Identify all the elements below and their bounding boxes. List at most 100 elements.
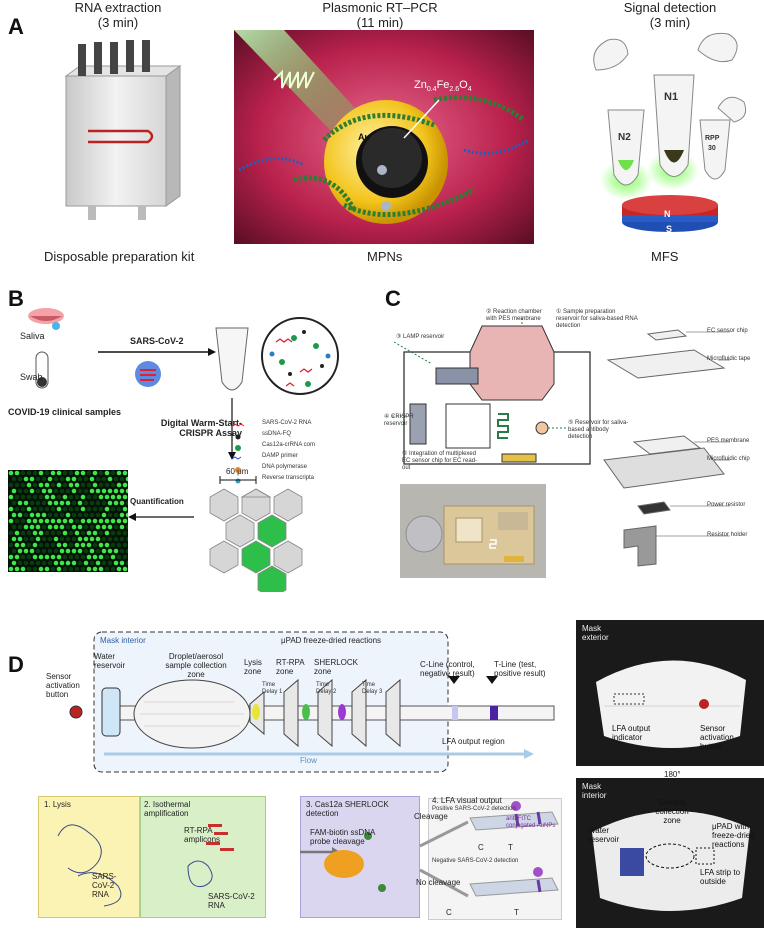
droplet-zone-label: Droplet/aerosol sample collection zone bbox=[165, 652, 227, 679]
mfs-caption: MFS bbox=[651, 249, 679, 264]
layer-power-resistor: Power resistor bbox=[707, 502, 746, 508]
signal-title: Signal detection (3 min) bbox=[623, 0, 717, 30]
upad-label: μPAD freeze-dried reactions bbox=[280, 636, 382, 645]
quantification-label: Quantification bbox=[130, 497, 184, 506]
legend-damp: DAMP primer bbox=[262, 453, 298, 459]
layer-pes: PES membrane bbox=[707, 438, 750, 444]
step1-box bbox=[38, 796, 140, 918]
panel-c-letter: C bbox=[385, 286, 401, 311]
rotation-label: 180° bbox=[664, 770, 681, 779]
panel-a-letter: A bbox=[8, 14, 24, 39]
kit-caption: Disposable preparation kit bbox=[44, 249, 195, 264]
crispr-assay-illustration bbox=[209, 317, 339, 592]
upad2-label: μPAD with freeze-dried reactions bbox=[712, 822, 755, 849]
rna-extraction-title: RNA extraction (3 min) bbox=[74, 0, 162, 30]
assay-label: Digital Warm-Start- CRISPR Assay bbox=[160, 418, 242, 438]
sample-icons bbox=[28, 308, 64, 389]
virus-label: SARS-CoV-2 bbox=[130, 336, 184, 346]
t-line-label: T-Line (test, positive result) bbox=[494, 660, 546, 678]
workflow-illustration bbox=[57, 801, 559, 907]
quantification-arrow bbox=[128, 513, 194, 521]
water-reservoir2-label: Water reservoir bbox=[588, 826, 620, 844]
mask-interior2-label: Mask interior bbox=[582, 782, 607, 800]
signal-detection-illustration: N2 N1 RPP 30 N S bbox=[593, 32, 747, 234]
znfeo-formula: Zn0.4Fe2.6O4 bbox=[414, 79, 472, 93]
time-delay-3: Time Delay 3 bbox=[362, 682, 383, 695]
c-label-5: ⑤ Reservoir for saliva-based antibody de… bbox=[568, 420, 629, 440]
sensor-button-label: Sensor activation button bbox=[46, 672, 80, 699]
panel-d-letter: D bbox=[8, 652, 24, 677]
sherlock-zone-label: SHERLOCK zone bbox=[314, 658, 359, 676]
mpn-caption: MPNs bbox=[367, 249, 403, 264]
step2-label: 2. Isothermal amplification bbox=[144, 800, 191, 818]
c-label-6: ⑥ Integration of multiplexed EC sensor c… bbox=[402, 451, 478, 471]
step3-label: 3. Cas12a SHERLOCK detection bbox=[306, 800, 389, 818]
anti-fitc-label: anti-FITC conjugated AuNPs bbox=[506, 816, 556, 829]
swab-label: Swab bbox=[20, 372, 43, 382]
step1-rna-label: SARS-CoV-2 RNA bbox=[92, 872, 117, 899]
svg-text:N2: N2 bbox=[618, 132, 631, 143]
c-label-3: ③ LAMP reservoir bbox=[396, 334, 445, 340]
step4-label: 4. LFA visual output bbox=[432, 796, 502, 805]
c-label-1: ① Sample preparation reservoir for saliv… bbox=[556, 309, 638, 329]
assay-legend: SARS-CoV-2 RNA ssDNA-FQ Cas12a-crRNA com… bbox=[262, 420, 362, 486]
legend-rna: SARS-CoV-2 RNA bbox=[262, 420, 312, 426]
lfa-strip-label: LFA strip to outside bbox=[700, 868, 741, 886]
step2-rna-label: SARS-CoV-2 RNA bbox=[208, 892, 255, 910]
layer-microfluidic-chip: Microfluidic chip bbox=[707, 456, 750, 462]
layer-ec-chip: EC sensor chip bbox=[707, 328, 748, 334]
au-label: Au bbox=[358, 132, 370, 142]
disposable-kit-illustration bbox=[64, 40, 182, 220]
chip-photo bbox=[400, 484, 546, 578]
svg-text:N1: N1 bbox=[664, 91, 678, 103]
mask-interior-photo bbox=[576, 778, 764, 928]
saliva-label: Saliva bbox=[20, 331, 45, 341]
rt-rpa-zone-label: RT-RPA zone bbox=[276, 658, 305, 676]
svg-text:N: N bbox=[664, 209, 671, 219]
neg-c-label: C bbox=[446, 908, 452, 917]
c-line-label: C-Line (control, negative result) bbox=[420, 660, 475, 678]
no-cleavage-label: No cleavage bbox=[416, 878, 461, 887]
pcr-title: Plasmonic RT–PCR (11 min) bbox=[322, 0, 438, 30]
sensor-button2-label: Sensor activation button bbox=[700, 724, 734, 751]
panel-b-letter: B bbox=[8, 286, 24, 311]
fam-probe-label: FAM-biotin ssDNA probe cleavage bbox=[310, 828, 375, 846]
mask-device-schematic bbox=[69, 631, 555, 773]
negative-label: Negative SARS-CoV-2 detection bbox=[432, 858, 519, 864]
water-reservoir-label: Water reservoir bbox=[94, 652, 126, 670]
step2-box bbox=[140, 796, 266, 918]
c-label-4: ④ CRISPR reservoir bbox=[384, 414, 414, 427]
neg-t-label: T bbox=[514, 908, 519, 917]
time-delay-2: Time Delay 2 bbox=[316, 682, 337, 695]
legend-rt: Reverse transcripta bbox=[262, 475, 315, 481]
scale-label: 60 μm bbox=[226, 467, 249, 476]
mpn-illustration: Au Zn0.4Fe2.6O4 bbox=[234, 30, 534, 244]
legend-cas12a: Cas12a-crRNA com bbox=[262, 442, 316, 448]
mask-exterior-label: Mask exterior bbox=[582, 624, 609, 642]
flow-label: Flow bbox=[300, 756, 317, 765]
c-label-2: ② Reaction chamber with PES membrane bbox=[486, 309, 542, 322]
exploded-view bbox=[603, 329, 730, 567]
pos-c-label: C bbox=[478, 843, 484, 852]
lfa-indicator-label: LFA output indicator bbox=[612, 724, 651, 742]
positive-label: Positive SARS-CoV-2 detection bbox=[432, 806, 516, 812]
rt-rpa-amplicons-label: RT-RPA amplicons bbox=[184, 826, 221, 844]
svg-text:30: 30 bbox=[708, 145, 716, 152]
microfluidic-chip-schematic bbox=[392, 318, 591, 465]
layer-tape: Microfluidic tape bbox=[707, 356, 751, 362]
lysis-zone-label: Lysis zone bbox=[244, 658, 262, 676]
pos-t-label: T bbox=[508, 843, 513, 852]
legend-polymerase: DNA polymerase bbox=[262, 464, 308, 470]
virus-arrow bbox=[98, 348, 216, 387]
layer-resistor-holder: Resistor holder bbox=[707, 532, 748, 538]
mask-interior-label: Mask interior bbox=[100, 636, 146, 645]
lfa-region-label: LFA output region bbox=[442, 737, 505, 746]
time-delay-1: Time Delay 1 bbox=[262, 682, 283, 695]
step1-label: 1. Lysis bbox=[44, 800, 71, 809]
digital-droplet-image bbox=[8, 470, 128, 572]
svg-text:S: S bbox=[666, 224, 672, 234]
mask-exterior-photo bbox=[576, 620, 764, 766]
sample-zone-label: Sample collection zone bbox=[655, 798, 689, 825]
svg-text:RPP: RPP bbox=[705, 135, 720, 142]
cleavage-label: Cleavage bbox=[414, 812, 448, 821]
